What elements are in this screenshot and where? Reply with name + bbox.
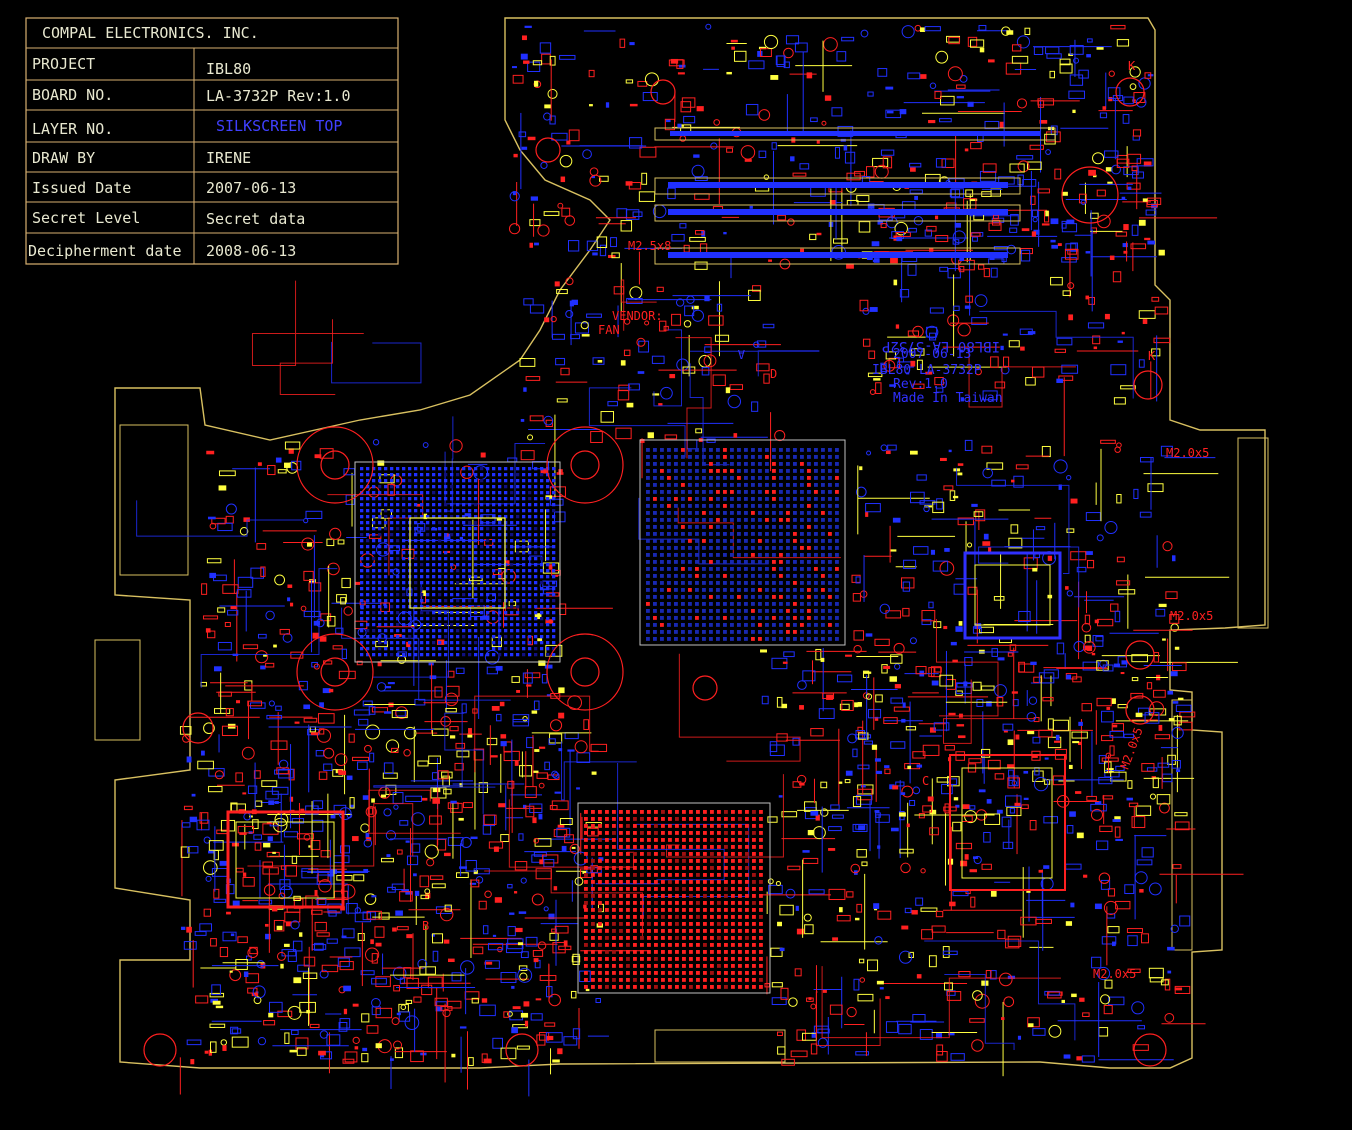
zone-letter-c: C xyxy=(922,774,929,788)
memory-slot-top xyxy=(654,127,1056,265)
zone-letter-d: D xyxy=(770,367,777,381)
southbridge-chip xyxy=(577,802,771,994)
vendor-label: VENDOR: xyxy=(612,309,663,323)
io-chip xyxy=(963,551,1062,640)
title-block: COMPAL ELECTRONICS. INC. PROJECT IBL80 B… xyxy=(25,17,399,265)
board-no-label: BOARD NO. xyxy=(32,86,113,104)
bottom-connector xyxy=(654,1029,786,1063)
project-value: IBL80 xyxy=(206,60,251,78)
layer-no-label: LAYER NO. xyxy=(32,120,113,138)
zone-letter-a-mirrored: A xyxy=(737,347,745,361)
board-outline xyxy=(114,17,1266,1069)
issued-date-value: 2007-06-13 xyxy=(206,179,296,197)
company-name: COMPAL ELECTRONICS. INC. xyxy=(42,24,259,42)
layer-no-value: SILKSCREEN TOP xyxy=(216,117,342,135)
screw-label-m25: M2.5x8 xyxy=(628,239,671,253)
board-date: 2007-06-13 xyxy=(893,347,971,362)
fan-label: FAN xyxy=(598,323,620,337)
board-rev: Rev:1.0 xyxy=(893,377,948,392)
zone-letter-b: B xyxy=(422,919,429,933)
screw-label-m20-b: M2.0x5 xyxy=(1170,609,1213,623)
project-label: PROJECT xyxy=(32,55,95,73)
board-id-mirrored: IBL80 LA-3732P xyxy=(882,338,1000,354)
board-no-value: LA-3732P Rev:1.0 xyxy=(206,87,351,105)
northbridge-chip xyxy=(639,439,846,646)
zone-letter-k-top: K xyxy=(1128,59,1136,73)
left-connector-b xyxy=(94,639,141,741)
right-connector-a xyxy=(1237,437,1269,629)
silkscreen-labels: M2.5x8 M2.0x5 M2.0x5 M2.0x5 M2.0x5 VENDO… xyxy=(422,59,1213,981)
board-id: IBL80 LA-3732P xyxy=(872,363,982,378)
embedded-controller-chip xyxy=(226,810,345,909)
secret-level-value: Secret data xyxy=(206,210,305,228)
decipherment-date-value: 2008-06-13 xyxy=(206,242,296,260)
zone-letter-k-right: K xyxy=(1148,349,1156,363)
screw-label-m20-a: M2.0x5 xyxy=(1166,446,1209,460)
decipherment-date-label: Decipherment date xyxy=(28,242,182,260)
cpu-socket xyxy=(354,461,561,663)
screw-label-m20-c: M2.0x5 xyxy=(1093,967,1136,981)
draw-by-label: DRAW BY xyxy=(32,149,95,167)
secret-level-label: Secret Level xyxy=(32,209,140,227)
issued-date-label: Issued Date xyxy=(32,179,131,197)
lower-right-chip xyxy=(949,754,1066,891)
mounting-holes xyxy=(143,77,1167,1067)
made-in-label: Made In Taiwan xyxy=(893,391,1003,406)
draw-by-value: IRENE xyxy=(206,149,251,167)
left-connector-a xyxy=(119,424,189,576)
